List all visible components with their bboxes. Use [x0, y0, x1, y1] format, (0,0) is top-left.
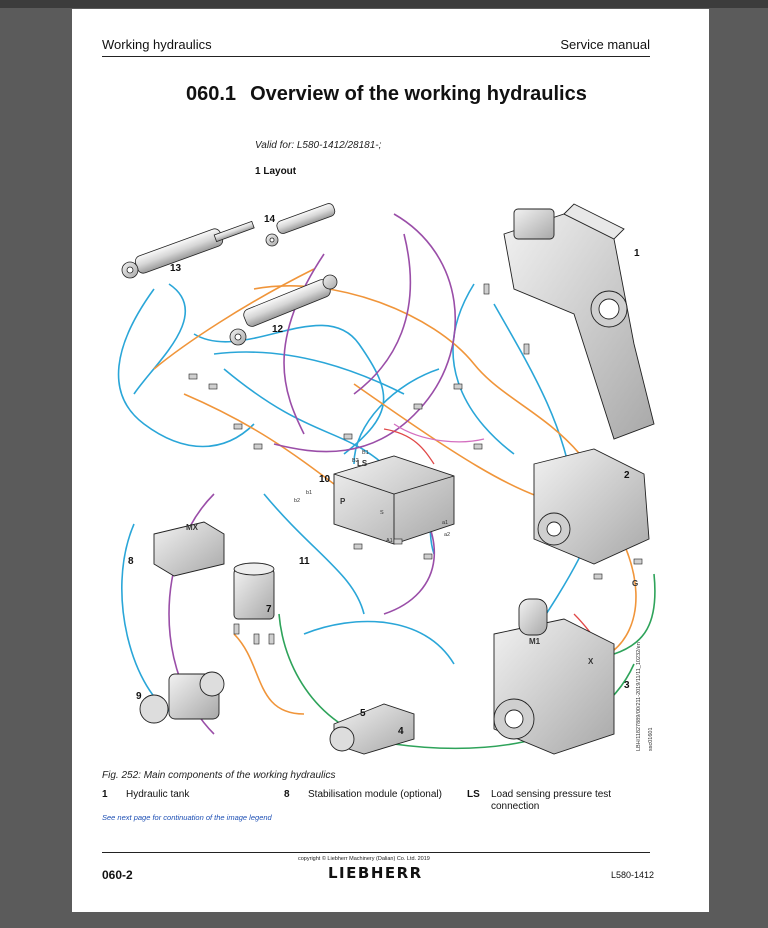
label-3: 3 — [624, 680, 630, 691]
legend-value: Stabilisation module (optional) — [308, 789, 442, 800]
label-5: 5 — [360, 708, 366, 719]
cylinder-13 — [121, 220, 255, 279]
label-13: 13 — [170, 263, 182, 274]
valid-for-note: Valid for: L580-1412/28181-; — [255, 140, 382, 151]
section-title: Overview of the working hydraulics — [250, 83, 587, 105]
valve-4 — [329, 703, 415, 755]
port-b1: b1 — [306, 490, 312, 496]
port-b2: b2 — [294, 498, 300, 504]
port-ls: LS — [357, 459, 368, 468]
page-title: 060.1 Overview of the working hydraulics — [186, 83, 587, 106]
continuation-link[interactable]: See next page for continuation of the im… — [102, 813, 272, 822]
label-6: 6 — [322, 758, 328, 759]
footer-rule — [102, 852, 650, 853]
port-a1-lower: A1 — [386, 538, 393, 544]
hose-pink — [393, 423, 485, 443]
legend-key: LS — [467, 789, 480, 800]
label-8: 8 — [128, 556, 134, 567]
fittings — [188, 283, 643, 645]
hydraulics-diagram: 1 2 3 4 5 6 7 8 9 10 11 12 13 14 MX LS P… — [94, 194, 666, 759]
legend-key: 8 — [284, 789, 290, 800]
legend-value: Load sensing pressure test connection — [491, 789, 612, 812]
section-number: 060.1 — [186, 83, 237, 105]
port-mx: MX — [186, 523, 199, 532]
port-m1: M1 — [529, 637, 541, 646]
hydraulic-tank-1 — [503, 203, 655, 440]
label-11: 11 — [299, 556, 310, 567]
label-10: 10 — [319, 474, 331, 485]
label-1: 1 — [634, 248, 640, 259]
port-a2: a2 — [444, 532, 450, 538]
figure-caption: Fig. 252: Main components of the working… — [102, 770, 336, 781]
header-section-title: Working hydraulics — [102, 37, 212, 52]
control-valve-10 — [333, 455, 455, 545]
brand-logo: LIEBHERR — [328, 864, 423, 882]
header-manual-type: Service manual — [560, 37, 650, 52]
port-b1-upper: B1 — [362, 450, 369, 456]
viewer-top-bar — [0, 0, 768, 8]
header-rule — [102, 56, 650, 57]
port-b2-upper: B2 — [352, 458, 359, 464]
pump-2 — [533, 448, 650, 565]
page-number: 060-2 — [102, 868, 133, 882]
layout-heading: 1 Layout — [255, 166, 297, 177]
port-a1: a1 — [442, 520, 448, 526]
stabilisation-module-8 — [153, 521, 225, 577]
model-number: L580-1412 — [611, 870, 655, 880]
valve-7 — [233, 562, 275, 620]
figure-doc-code: LBH/11827889/00/211-2019/11/11_10232/en — [636, 642, 642, 751]
port-g: G — [632, 579, 638, 588]
label-4: 4 — [398, 726, 404, 737]
cylinder-12 — [229, 274, 338, 346]
legend-value: Hydraulic tank — [126, 789, 190, 800]
label-9: 9 — [136, 691, 142, 702]
legend-key: 1 — [102, 789, 108, 800]
cylinder-14 — [265, 203, 336, 247]
port-p: P — [340, 497, 346, 506]
label-2: 2 — [624, 470, 630, 481]
copyright-text: copyright © Liebherr Machinery (Dalian) … — [298, 856, 430, 862]
accumulator-9 — [139, 671, 225, 724]
port-x: X — [588, 657, 594, 666]
pump-3 — [493, 598, 615, 755]
label-7: 7 — [266, 604, 272, 615]
document-page: Working hydraulics Service manual 060.1 O… — [72, 9, 709, 912]
label-12: 12 — [272, 324, 284, 335]
label-14: 14 — [264, 214, 276, 225]
port-s: S — [380, 510, 384, 516]
